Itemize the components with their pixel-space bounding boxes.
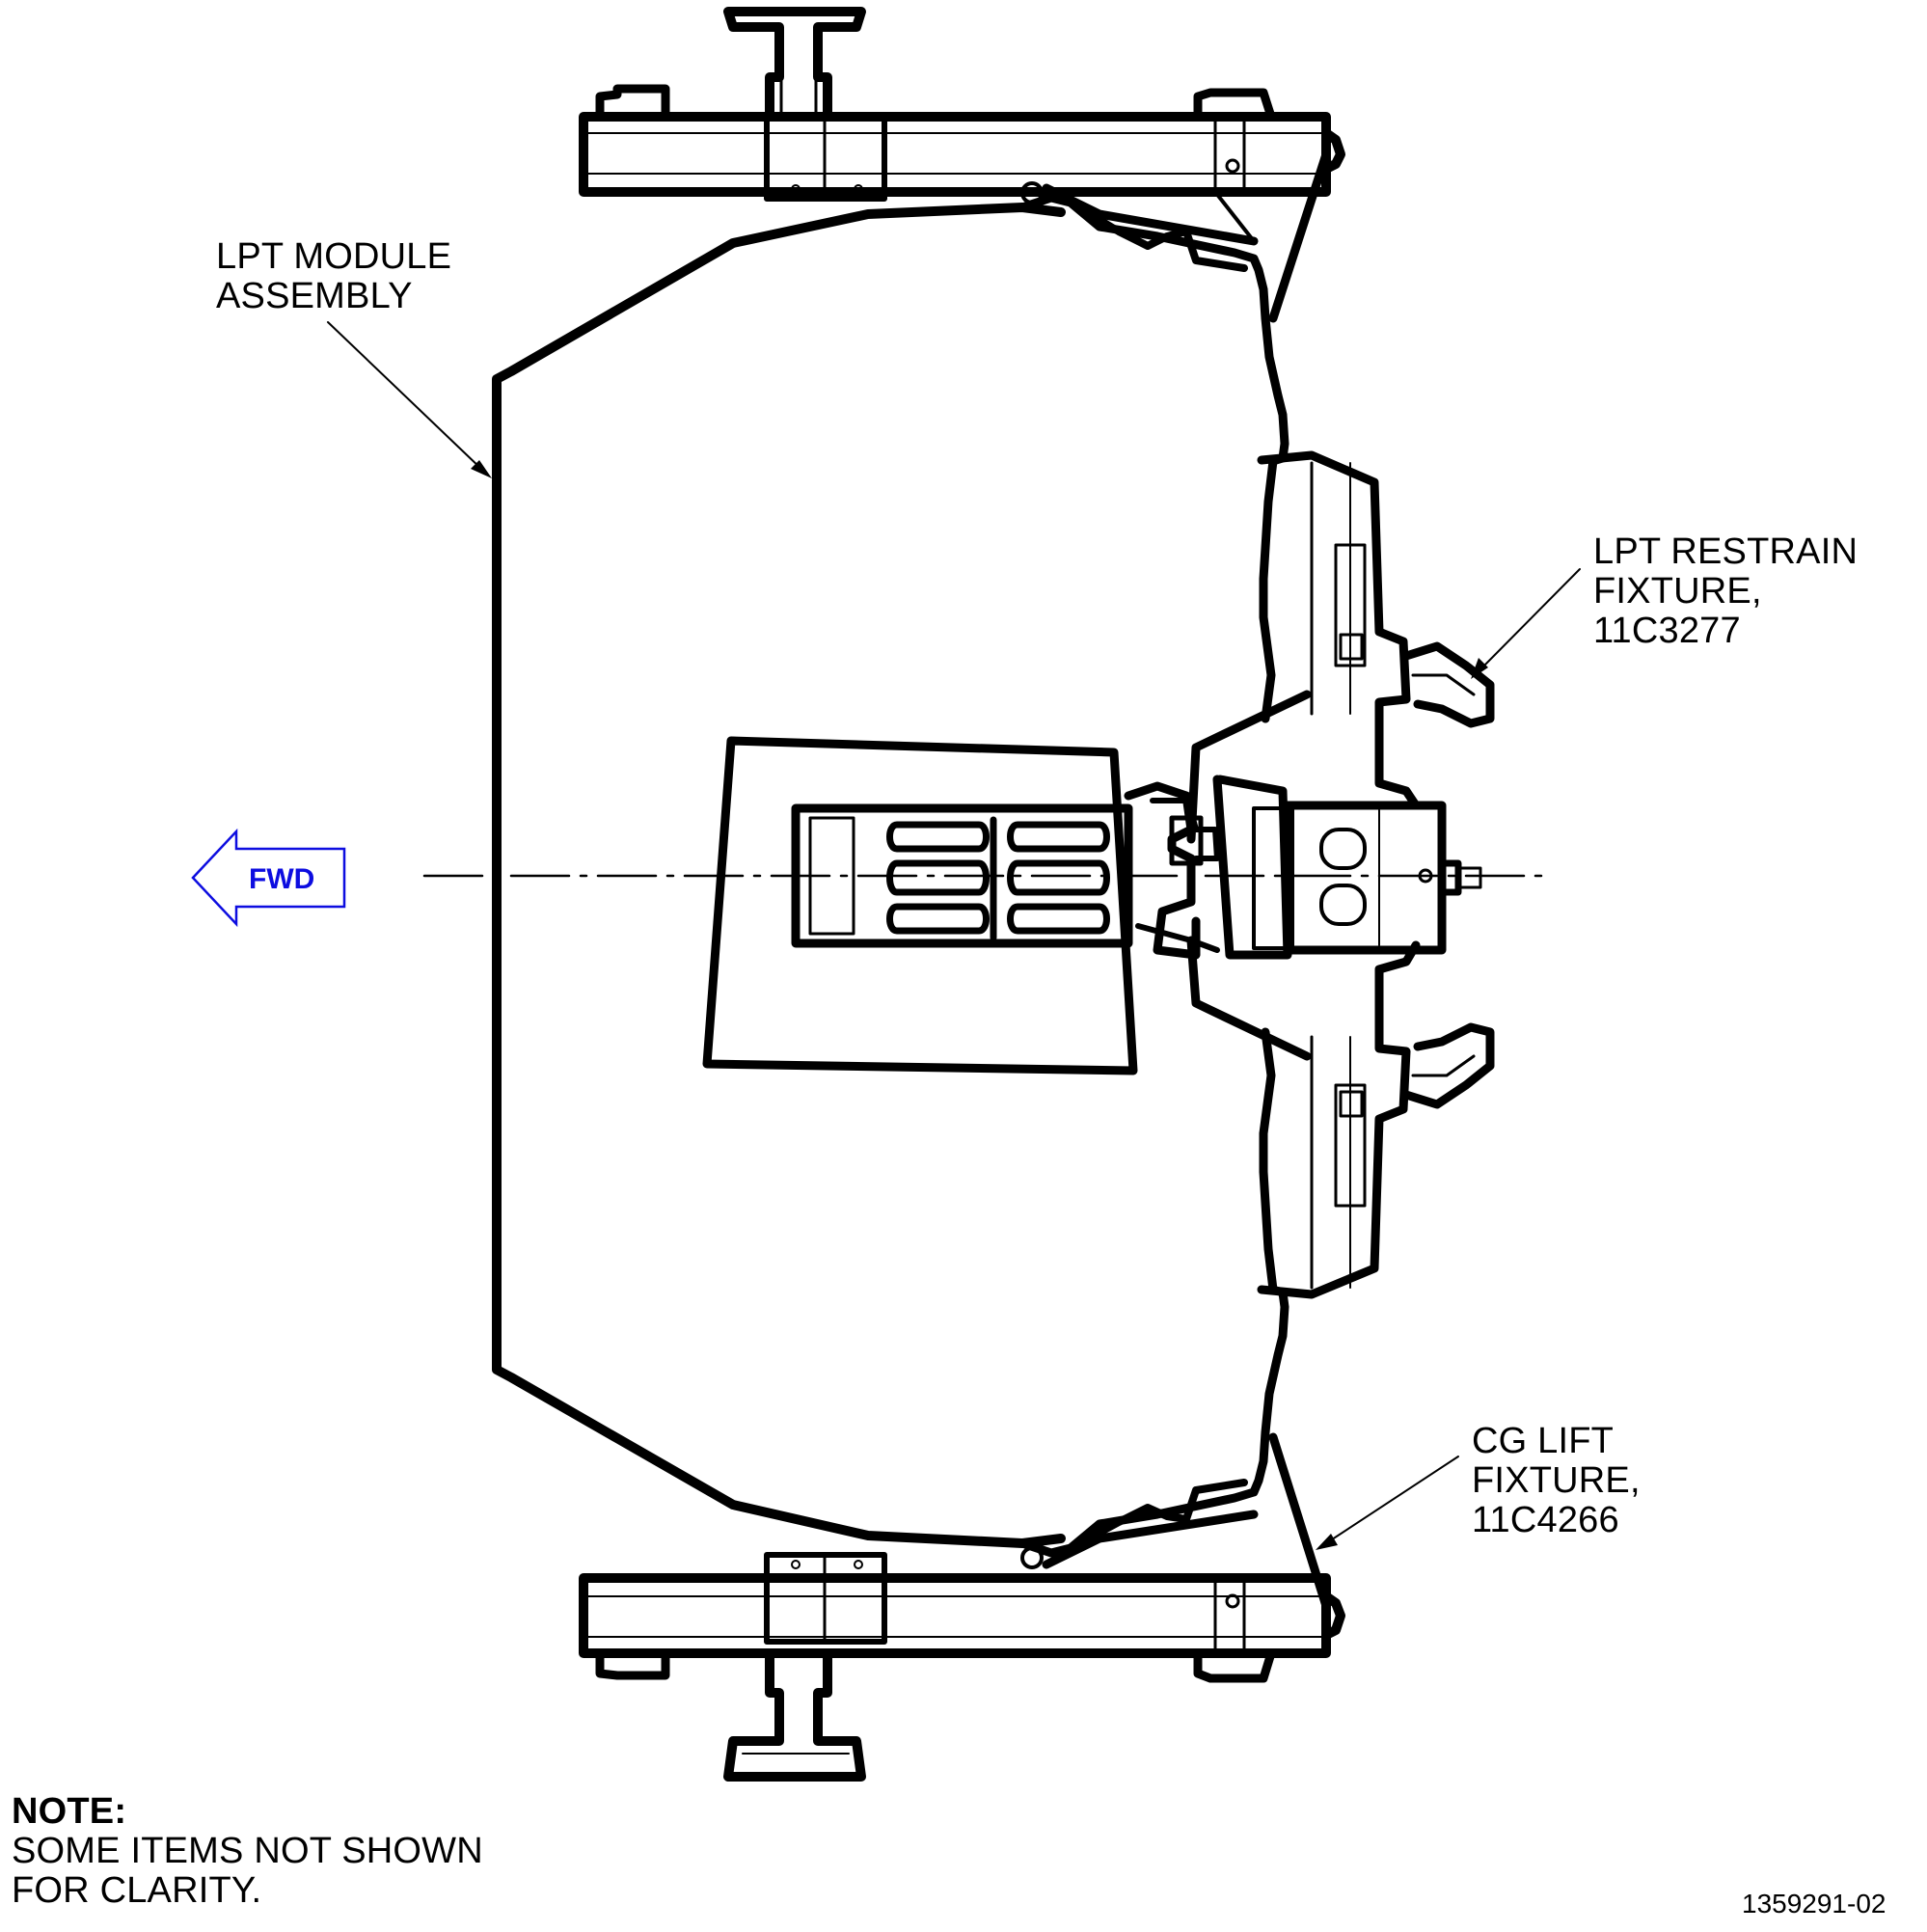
lpt-module-outline <box>492 203 1066 1548</box>
callout-cg-lift-line-2: FIXTURE, <box>1472 1460 1641 1501</box>
callout-lpt-restrain-line-3: 11C3277 <box>1593 611 1741 651</box>
leader-cg-lift-arrow <box>1316 1534 1338 1550</box>
bottom-lift-beam <box>579 1432 1345 1782</box>
callout-lpt-module: LPT MODULE ASSEMBLY <box>216 237 451 316</box>
note-title: NOTE: <box>12 1791 127 1832</box>
support-block <box>702 736 1138 1075</box>
callout-lpt-module-line-1: LPT MODULE <box>216 236 452 277</box>
figure-id: 1359291-02 <box>1742 1889 1886 1918</box>
leader-lpt-restrain <box>1479 568 1581 670</box>
callout-cg-lift-line-3: 11C4266 <box>1472 1500 1619 1540</box>
note-line-2: FOR CLARITY. <box>12 1870 262 1911</box>
callout-lpt-restrain: LPT RESTRAIN FIXTURE, 11C3277 <box>1593 532 1858 651</box>
shaft-tool <box>791 781 1220 960</box>
fwd-direction-arrow: FWD <box>191 828 346 928</box>
lower-mount-wall <box>1018 1027 1289 1558</box>
callout-lpt-restrain-line-2: FIXTURE, <box>1593 571 1762 612</box>
callout-cg-lift-line-1: CG LIFT <box>1472 1421 1615 1461</box>
note-block: NOTE: SOME ITEMS NOT SHOWN FOR CLARITY. <box>12 1792 483 1911</box>
leader-lpt-module <box>327 321 483 471</box>
callout-lpt-restrain-line-1: LPT RESTRAIN <box>1593 531 1859 572</box>
callout-cg-lift: CG LIFT FIXTURE, 11C4266 <box>1472 1422 1641 1540</box>
leader-lpt-restrain-arrow <box>1471 658 1488 679</box>
callout-lpt-module-line-2: ASSEMBLY <box>216 276 413 316</box>
leader-lpt-module-arrow <box>471 460 492 478</box>
fwd-label: FWD <box>249 863 314 895</box>
note-line-1: SOME ITEMS NOT SHOWN <box>12 1831 483 1871</box>
top-lift-beam <box>579 7 1345 323</box>
lpt-restrain-fixture <box>1186 450 1495 1299</box>
upper-mount-wall <box>1018 193 1289 723</box>
leader-cg-lift <box>1325 1456 1459 1544</box>
